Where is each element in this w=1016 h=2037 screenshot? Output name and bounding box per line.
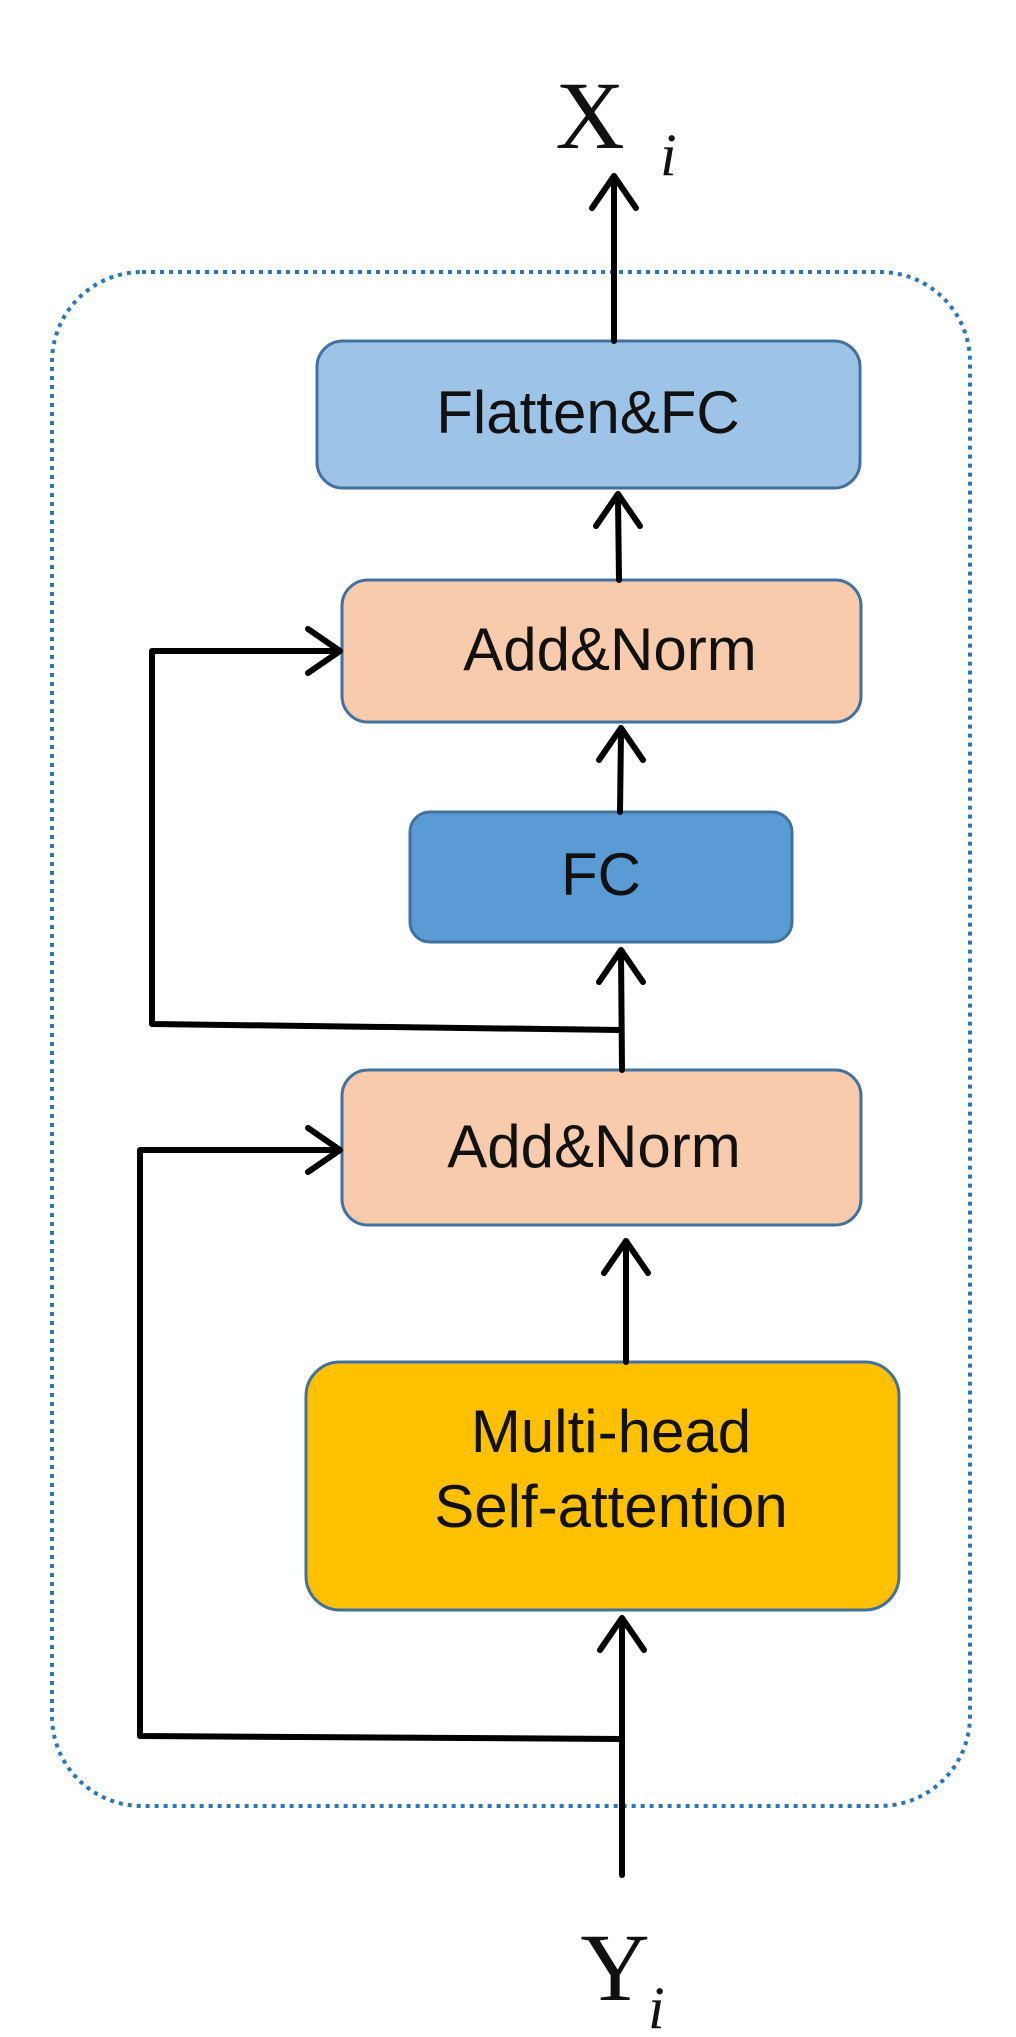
arrowhead-addnorm-bottom-to-fc <box>596 947 646 985</box>
add-norm-bottom-label: Add&Norm <box>447 1113 740 1180</box>
encoder-block-container <box>50 270 972 1808</box>
output-symbol: X <box>555 62 624 169</box>
arrowhead-fc-to-addnorm-top <box>596 725 646 763</box>
arrowhead-input-to-attention <box>597 1615 647 1653</box>
edge-addnorm-bottom-to-fc <box>618 949 625 1073</box>
add-norm-top-node: Add&Norm <box>340 578 863 724</box>
box-addnorm-bottom-shape <box>340 1068 863 1227</box>
input-label: Y i <box>580 1914 664 2037</box>
arrowhead-residual-addnorm-top <box>305 626 343 676</box>
edge-fc-to-addnorm-top <box>617 729 624 815</box>
fc-node: FC <box>408 810 794 944</box>
residual-edge-input-to-addnorm-bottom <box>137 1147 625 1742</box>
self-attention-label-line1: Multi-head <box>471 1398 751 1465</box>
add-norm-top-label: Add&Norm <box>463 616 756 683</box>
input-subscript: i <box>648 1975 665 2037</box>
arrowhead-attention-to-addnorm-bottom <box>601 1238 651 1276</box>
arrowhead-flatten-to-output <box>589 173 639 211</box>
box-flatten-shape <box>315 339 862 490</box>
residual-edge-to-addnorm-top <box>149 648 624 1033</box>
edge-addnorm-top-to-flatten <box>615 495 622 583</box>
self-attention-label-line2: Self-attention <box>434 1473 788 1540</box>
fc-label: FC <box>561 841 641 908</box>
flatten-fc-label: Flatten&FC <box>436 379 739 446</box>
arrowhead-residual-addnorm-bottom <box>305 1125 343 1175</box>
output-subscript: i <box>660 122 677 188</box>
arrowhead-addnorm-top-to-flatten <box>593 491 643 529</box>
box-fc-shape <box>408 810 794 944</box>
input-symbol: Y <box>580 1914 649 2021</box>
flatten-fc-node: Flatten&FC <box>315 339 862 490</box>
self-attention-node: Multi-head Self-attention <box>304 1360 901 1612</box>
box-attn-shape <box>304 1360 901 1612</box>
output-label: X i <box>555 62 676 188</box>
add-norm-bottom-node: Add&Norm <box>340 1068 863 1227</box>
